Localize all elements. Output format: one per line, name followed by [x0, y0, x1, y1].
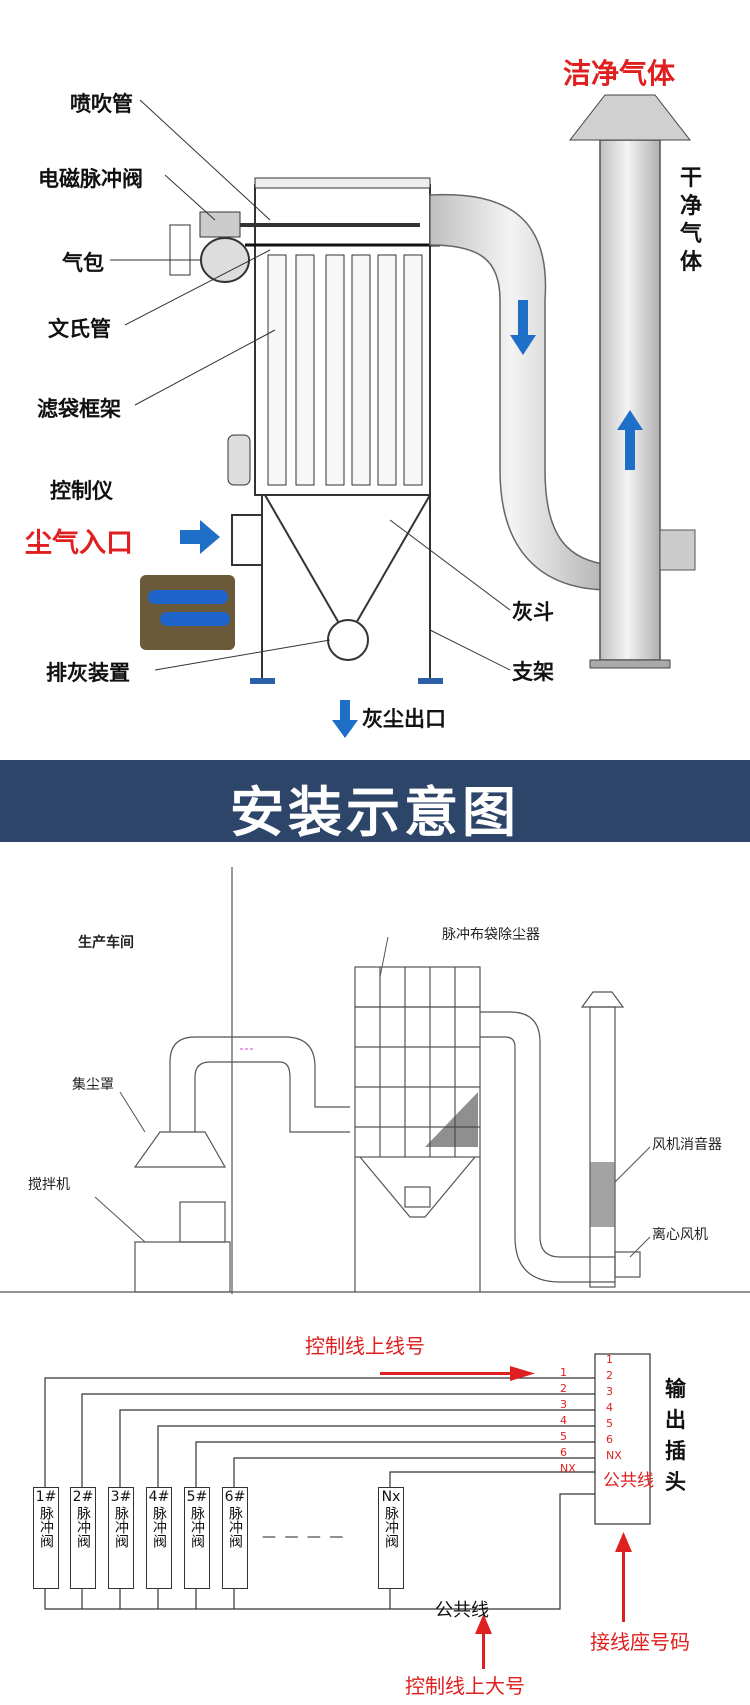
label-discharge-device: 排灰装置 [46, 657, 130, 687]
wire-number: 1 [560, 1365, 576, 1381]
label-common-line-box: 公共线 [603, 1466, 654, 1491]
wire-number: 4 [560, 1413, 576, 1429]
valve-number: 5# [185, 1488, 209, 1506]
entry-wire-numbers: 1 2 3 4 5 6 NX [560, 1365, 576, 1477]
wire-number: 6 [606, 1432, 622, 1448]
label-controller: 控制仪 [50, 475, 113, 505]
label-bag-frame: 滤袋框架 [37, 393, 121, 423]
label-inlet: 尘气入口 [25, 521, 133, 560]
label-common-line: 公共线 [435, 1596, 489, 1622]
valves-ellipsis: — — — — [262, 1529, 345, 1545]
label-output-plug: 输出插头 [665, 1374, 689, 1498]
installation-diagram: 生产车间 集尘罩 搅拌机 脉冲布袋除尘器 风机消音器 离心风机 [0, 842, 750, 1294]
valve-text: 脉冲阀 [74, 1506, 92, 1548]
label-clean-gas-side: 干净气体 [680, 165, 704, 277]
label-air-bag: 气包 [62, 247, 104, 277]
valve-number: 3# [109, 1488, 133, 1506]
pulse-valve-6: 6#脉冲阀 [222, 1487, 248, 1589]
valve-number: 1# [34, 1488, 58, 1506]
label-support: 支架 [512, 656, 554, 686]
label-dust-outlet: 灰尘出口 [362, 703, 446, 733]
label-mixer: 搅拌机 [28, 1174, 70, 1194]
label-fan: 离心风机 [652, 1224, 708, 1244]
section-banner: 安装示意图 [0, 760, 750, 842]
label-hopper: 灰斗 [512, 596, 554, 626]
label-venturi: 文氏管 [48, 313, 111, 343]
banner-title: 安装示意图 [0, 768, 750, 847]
valve-number: Nx [379, 1488, 403, 1506]
wire-number: 5 [606, 1416, 622, 1432]
plug-wire-numbers: 1 2 3 4 5 6 NX [606, 1352, 622, 1464]
wire-number: 5 [560, 1429, 576, 1445]
label-hood: 集尘罩 [72, 1074, 114, 1094]
structure-diagram: 喷吹管 电磁脉冲阀 气包 文氏管 滤袋框架 控制仪 尘气入口 排灰装置 灰斗 支… [0, 0, 750, 760]
label-bottom-note: 控制线上大号 [405, 1670, 525, 1699]
label-solenoid-valve: 电磁脉冲阀 [38, 163, 143, 193]
wire-number: 6 [560, 1445, 576, 1461]
valve-number: 4# [147, 1488, 171, 1506]
valve-text: 脉冲阀 [382, 1506, 400, 1548]
valve-number: 6# [223, 1488, 247, 1506]
pulse-valve-1: 1#脉冲阀 [33, 1487, 59, 1589]
label-silencer: 风机消音器 [652, 1134, 722, 1154]
pulse-valve-5: 5#脉冲阀 [184, 1487, 210, 1589]
wire-number: NX [560, 1461, 576, 1477]
wire-number: NX [606, 1448, 622, 1464]
valve-text: 脉冲阀 [112, 1506, 130, 1548]
label-clean-gas: 洁净气体 [563, 52, 675, 92]
wire-number: 3 [606, 1384, 622, 1400]
label-workshop: 生产车间 [78, 932, 134, 952]
wire-number: 2 [560, 1381, 576, 1397]
label-top-note: 控制线上线号 [305, 1330, 425, 1359]
pulse-valve-2: 2#脉冲阀 [70, 1487, 96, 1589]
valve-text: 脉冲阀 [150, 1506, 168, 1548]
pulse-valve-4: 4#脉冲阀 [146, 1487, 172, 1589]
valve-text: 脉冲阀 [37, 1506, 55, 1548]
wire-number: 2 [606, 1368, 622, 1384]
installation-drawing [0, 842, 750, 1294]
label-collector: 脉冲布袋除尘器 [442, 924, 540, 944]
label-socket-note: 接线座号码 [590, 1626, 690, 1655]
valve-text: 脉冲阀 [226, 1506, 244, 1548]
wire-number: 1 [606, 1352, 622, 1368]
wire-number: 4 [606, 1400, 622, 1416]
pulse-valve-3: 3#脉冲阀 [108, 1487, 134, 1589]
valve-text: 脉冲阀 [188, 1506, 206, 1548]
wire-number: 3 [560, 1397, 576, 1413]
label-blow-pipe: 喷吹管 [70, 88, 133, 118]
valve-number: 2# [71, 1488, 95, 1506]
